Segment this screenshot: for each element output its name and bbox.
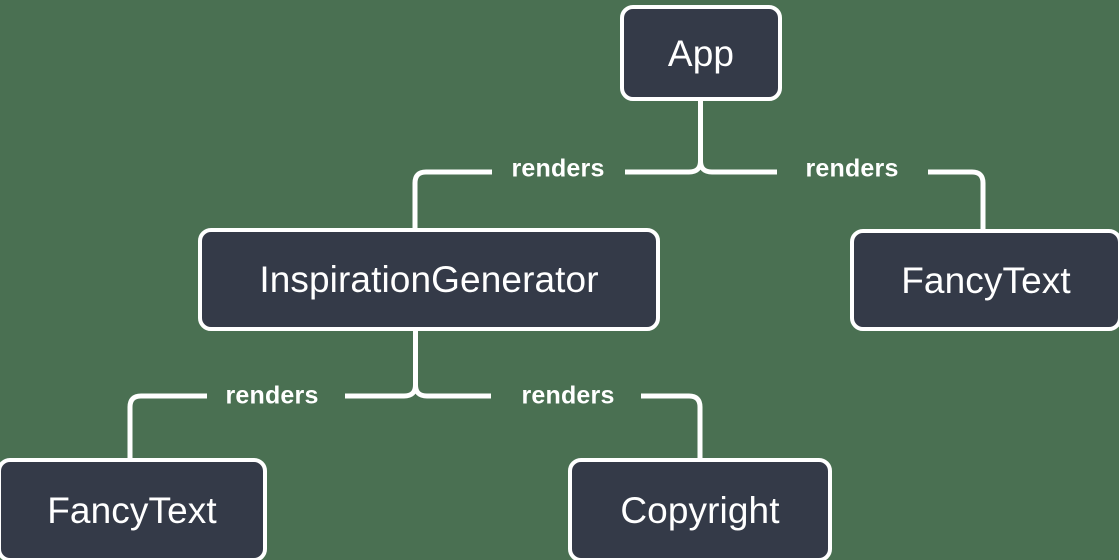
edge-app-to-inspirationgenerator-line: [625, 160, 703, 175]
node-copyright[interactable]: Copyright: [568, 458, 832, 560]
edge-label-inspirationgenerator-to-copyright: renders: [521, 381, 615, 410]
node-app-label: App: [667, 32, 735, 74]
edge-label-app-to-fancytext: renders: [805, 154, 899, 183]
edge-label-inspirationgenerator-to-fancytext: renders: [225, 381, 319, 410]
node-inspirationgenerator[interactable]: InspirationGenerator: [198, 228, 660, 331]
edge-label-app-to-inspirationgenerator: renders: [511, 154, 605, 183]
edge-inspirationgenerator-to-copyright-line: [413, 384, 491, 399]
edge-inspirationgenerator-to-copyright-line-2: [641, 393, 703, 458]
edge-inspirationgenerator-to-fancytext-line: [345, 384, 418, 399]
edge-app-to-fancytext-line-2: [928, 169, 986, 229]
node-copyright-label: Copyright: [620, 489, 780, 531]
edge-app-to-fancytext-line: [698, 160, 777, 175]
edge-inspirationgenerator-to-fancytext-line-2: [127, 393, 207, 458]
node-app[interactable]: App: [620, 5, 782, 101]
node-fancytext-left[interactable]: FancyText: [0, 458, 267, 560]
node-inspirationgenerator-label: InspirationGenerator: [259, 259, 599, 300]
edge-app-to-inspirationgenerator-line-2: [412, 169, 492, 228]
node-fancytext-left-label: FancyText: [47, 489, 217, 531]
node-fancytext-right-label: FancyText: [901, 259, 1071, 301]
node-fancytext-right[interactable]: FancyText: [850, 229, 1119, 331]
